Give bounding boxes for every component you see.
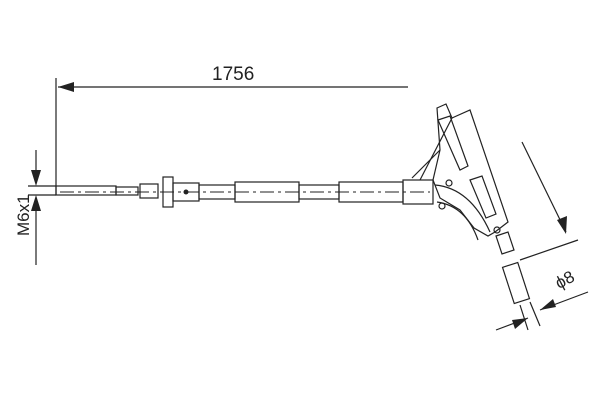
length-dimension-label: 1756 (212, 64, 255, 85)
lever-bracket (432, 103, 509, 237)
thread-dimension-label: M6x1 (14, 194, 33, 236)
end-fitting (501, 261, 531, 305)
cable-end-rod (55, 185, 117, 196)
rubber-boot (495, 231, 515, 255)
